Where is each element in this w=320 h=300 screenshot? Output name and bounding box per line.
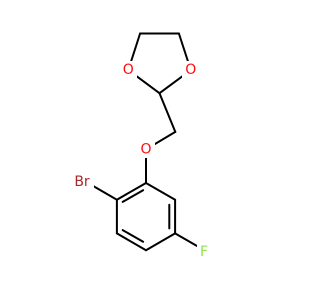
bond-c6-c1 [145, 182, 177, 201]
atom-f-label: F [200, 244, 208, 260]
bond-c5-f [174, 232, 198, 247]
molecule-structure: O O O Br F [70, 32, 211, 261]
atom-o3-label: O [185, 62, 196, 78]
benzene-ring [115, 182, 177, 252]
atom-o1-label: O [123, 62, 134, 78]
double-bond-c1-c2 [121, 189, 145, 203]
dioxolane-ring [127, 32, 192, 95]
atom-o-ether: O [137, 140, 155, 158]
atom-o3: O [182, 61, 199, 79]
bond-c3-c4 [115, 232, 147, 252]
bond-c2-ch2 [158, 92, 177, 133]
atom-f: F [197, 243, 211, 261]
bond-c4-c5 [145, 232, 177, 252]
bond-c2-br [92, 185, 118, 201]
double-bond-c3-c4 [121, 229, 145, 243]
atom-o-ether-label: O [140, 141, 151, 157]
atom-br: Br [70, 173, 94, 191]
bond-c1-c2 [115, 182, 147, 201]
atom-o1: O [120, 61, 137, 79]
atom-br-label: Br [74, 174, 90, 190]
